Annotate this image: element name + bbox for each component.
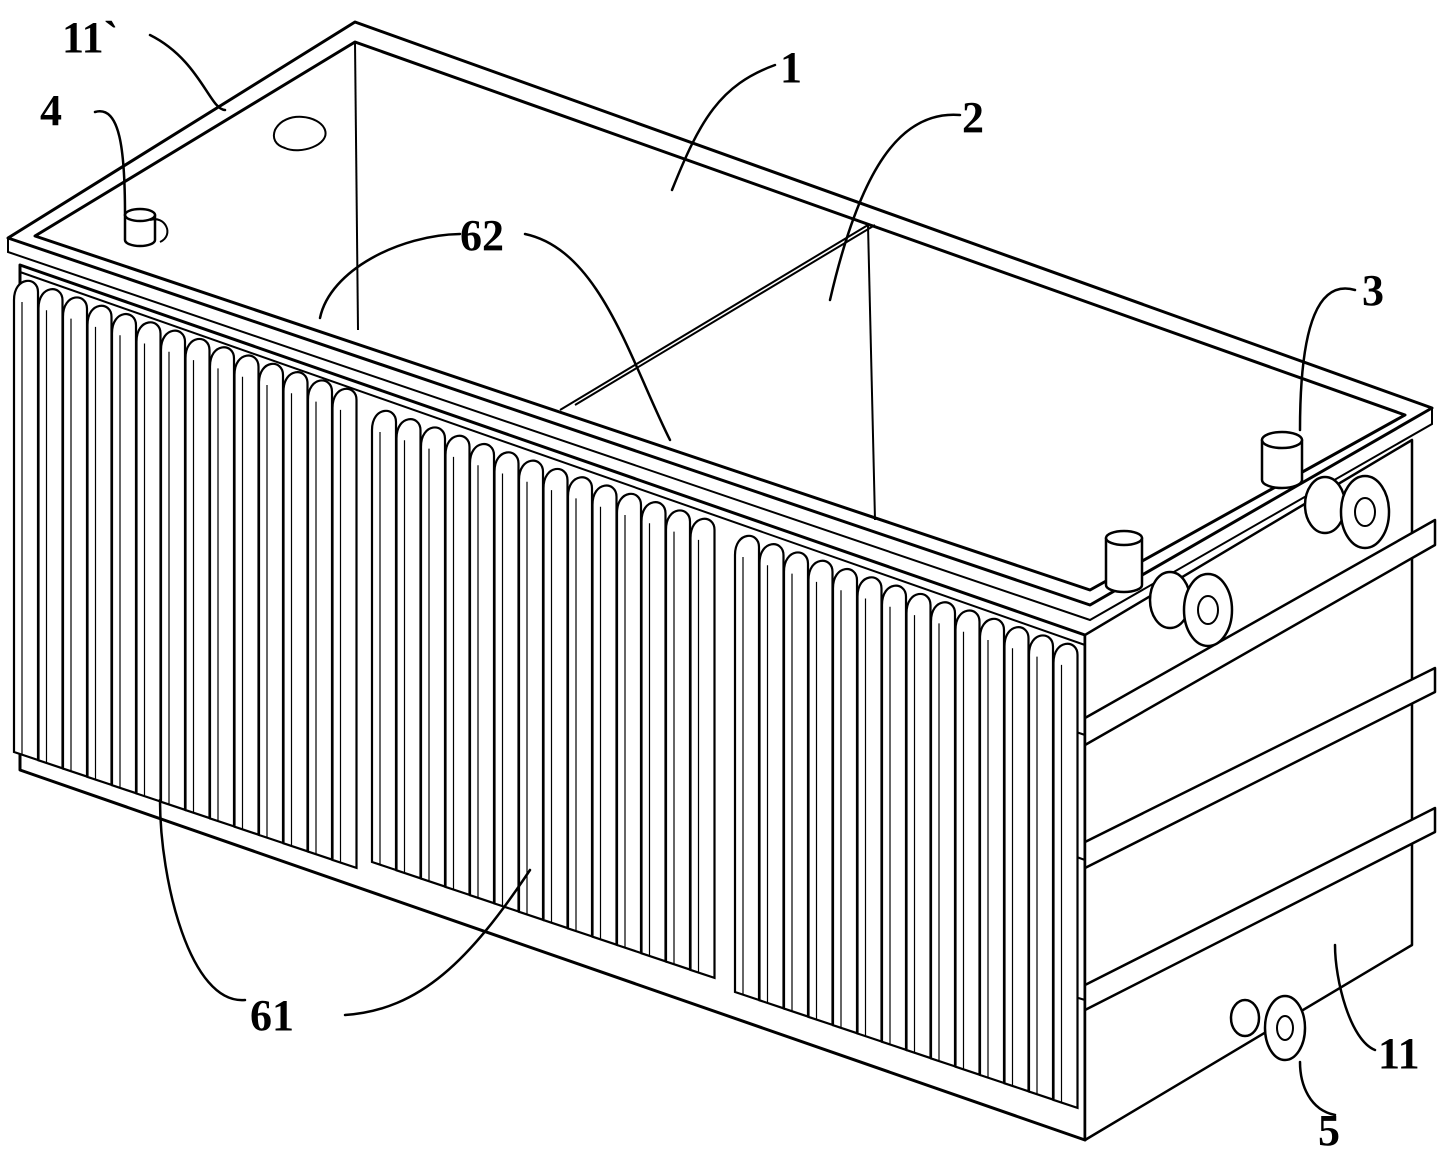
radiator-fin: [395, 418, 422, 880]
tank-top-rim: [6, 20, 1434, 622]
radiator-fin: [12, 279, 40, 762]
radiator-fin: [1027, 634, 1055, 1102]
inner-nozzle: [272, 115, 327, 152]
label-5: 5: [1318, 1106, 1340, 1155]
top-pipe-4[interactable]: [123, 207, 169, 248]
label-11: 11: [1378, 1029, 1420, 1078]
radiator-fin: [208, 346, 236, 828]
radiator-bank-right: [733, 534, 1079, 1110]
radiator-fin: [664, 509, 692, 972]
radiator-fin: [233, 354, 260, 837]
label-61: 61: [250, 991, 294, 1040]
label-4: 4: [40, 86, 62, 135]
radiator-fin: [831, 568, 859, 1035]
radiator-fin: [110, 313, 138, 795]
radiator-fin: [615, 492, 643, 955]
radiator-fin: [86, 304, 113, 787]
radiator-fin: [159, 329, 187, 812]
radiator-fin: [856, 576, 883, 1044]
radiator-fin: [733, 534, 761, 1002]
radiator-fin: [978, 617, 1006, 1085]
radiator-fin: [331, 387, 358, 870]
flange-upper[interactable]: [1303, 474, 1391, 550]
radiator-fin: [807, 559, 834, 1027]
radiator-fin: [880, 584, 908, 1052]
radiator-fin: [640, 501, 667, 963]
radiator-fin: [758, 543, 785, 1010]
radiator-fin: [468, 443, 496, 905]
label-11-prime: 11`: [62, 13, 118, 62]
drain-flange[interactable]: [1229, 994, 1307, 1062]
tank-inner-cavity: [354, 41, 876, 521]
radiator-fin: [306, 379, 334, 862]
label-1: 1: [780, 43, 802, 92]
label-3: 3: [1362, 266, 1384, 315]
flange-middle[interactable]: [1148, 570, 1234, 648]
label-2: 2: [962, 93, 984, 142]
radiator-fin: [954, 609, 981, 1077]
radiator-fin: [37, 288, 64, 770]
radiator-fin: [1052, 642, 1079, 1110]
radiator-fin: [517, 459, 545, 922]
radiator-fin: [591, 484, 618, 947]
radiator-bank-left: [12, 279, 358, 870]
top-pipe-secondary[interactable]: [1104, 529, 1144, 594]
radiator-fin: [419, 426, 447, 889]
radiator-fin: [689, 517, 716, 980]
radiator-fin: [135, 321, 162, 804]
radiator-fin: [282, 371, 309, 853]
radiator-fin: [257, 362, 285, 845]
radiator-bank-middle: [370, 409, 716, 980]
radiator-fin: [184, 338, 211, 820]
radiator-fin: [542, 468, 569, 930]
label-62: 62: [460, 211, 504, 260]
radiator-fin: [370, 409, 398, 872]
radiator-fin: [929, 601, 957, 1068]
radiator-fin: [782, 551, 810, 1019]
top-pipe-3[interactable]: [1260, 430, 1304, 490]
leader-lines: [93, 33, 1377, 1117]
radiator-fin: [61, 296, 89, 779]
radiator-fin: [493, 451, 520, 914]
radiator-fin: [1003, 626, 1030, 1093]
radiator-fin: [444, 434, 471, 897]
radiator-fin: [905, 593, 932, 1060]
radiator-fin: [566, 476, 594, 938]
